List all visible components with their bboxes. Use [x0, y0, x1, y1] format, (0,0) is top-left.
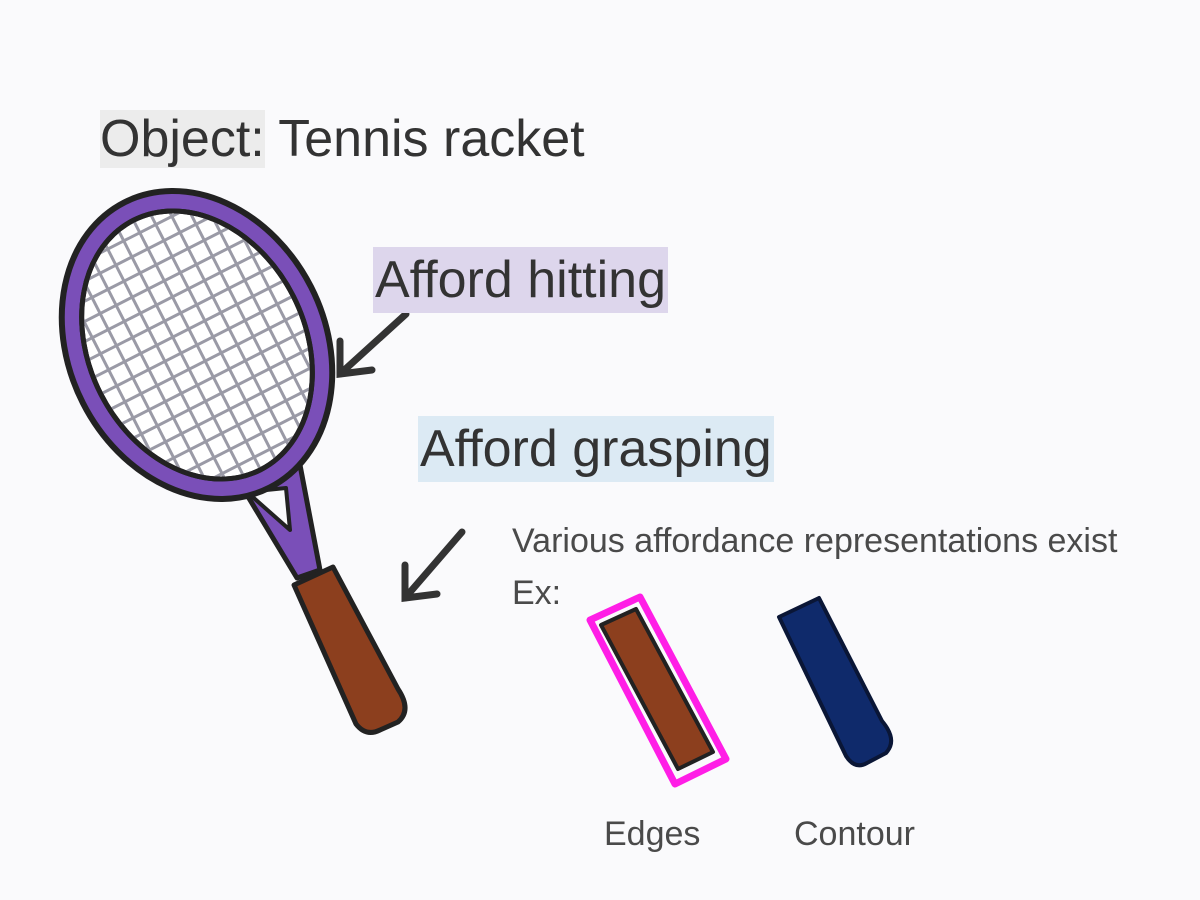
contour-caption: Contour: [794, 815, 915, 853]
afford-hitting-label: Afford hitting: [373, 247, 669, 313]
racket-grip: [291, 564, 408, 735]
object-title-prefix: Object:: [100, 110, 265, 168]
object-title-name: Tennis racket: [264, 110, 585, 168]
example-prefix: Ex:: [512, 574, 562, 612]
object-title: Object: Tennis racket: [100, 106, 585, 172]
edges-example-icon: [586, 593, 730, 788]
contour-example-icon: [777, 596, 894, 768]
edges-caption: Edges: [604, 815, 701, 853]
representations-note: Various affordance representations exist: [512, 522, 1118, 560]
tennis-racket-icon: [37, 171, 408, 735]
racket-head: [37, 171, 357, 519]
arrow-grasping-icon: [401, 528, 466, 602]
afford-grasping-label: Afford grasping: [418, 416, 774, 482]
arrow-hitting-icon: [336, 310, 410, 378]
